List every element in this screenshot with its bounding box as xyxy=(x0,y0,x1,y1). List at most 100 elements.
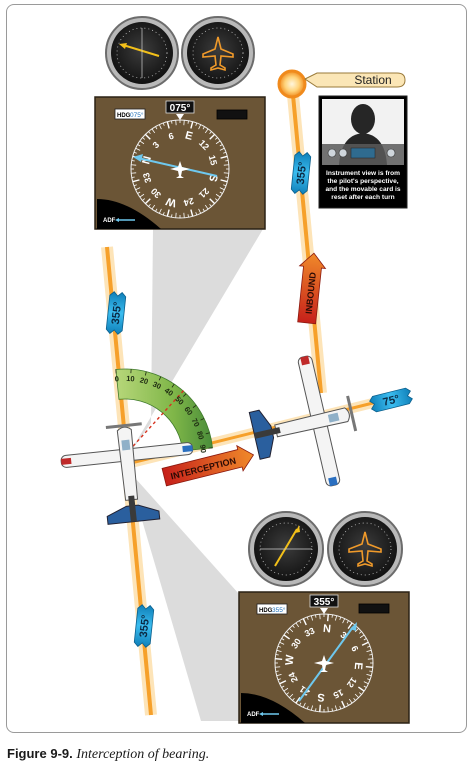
compass-top-tick xyxy=(158,124,162,130)
heading-readout-bottom: 355° xyxy=(314,597,335,608)
compass-top-tick xyxy=(171,120,173,124)
bearing-tag-right: 75° xyxy=(369,387,413,413)
compass-bottom-tick xyxy=(346,620,349,624)
compass-top-tick xyxy=(223,184,227,187)
compass-bottom-tick xyxy=(354,693,359,698)
bearing-tag-left: 355° xyxy=(105,291,127,335)
station-label: Station xyxy=(354,73,391,87)
compass-bottom-tick xyxy=(353,697,356,701)
compass-bottom-tick xyxy=(359,634,365,639)
compass-top-tick xyxy=(142,198,146,201)
compass-top-tick xyxy=(162,212,165,216)
airplane-inbound xyxy=(248,355,358,487)
compass-bottom-tick xyxy=(299,620,302,624)
compass-bottom-tick xyxy=(292,625,295,629)
compass-bottom-tick xyxy=(286,692,290,695)
compass-top-tick xyxy=(214,198,218,201)
compass-top-tick xyxy=(209,131,212,135)
station-marker xyxy=(277,69,307,99)
compass-bottom-tick xyxy=(363,685,367,688)
bearing-tag-top-label: 355° xyxy=(295,161,309,185)
compass-bottom-tick xyxy=(315,614,317,618)
compass-top-tick xyxy=(195,212,198,216)
compass-top-tick xyxy=(166,209,170,217)
adf-needle-top xyxy=(137,157,218,177)
compass-bottom-tick xyxy=(331,708,333,712)
compass-bottom-tick xyxy=(354,628,359,633)
compass-top-tick xyxy=(171,214,173,218)
compass-bottom-tick xyxy=(358,631,362,634)
compass-ticks-bottom xyxy=(275,614,373,712)
compass-top-tick xyxy=(209,133,216,140)
compass-bottom-tick xyxy=(283,687,289,692)
bearing-tag-right-label: 75° xyxy=(382,393,401,409)
compass-top-tick xyxy=(195,122,198,126)
figure-title: Interception of bearing. xyxy=(76,747,210,762)
compass-bottom-tick xyxy=(365,665,373,668)
figure-caption: Figure 9-9. Interception of bearing. xyxy=(7,746,209,763)
interception-arc-tick xyxy=(144,371,147,376)
compass-bottom-tick xyxy=(342,618,346,624)
compass-top-tick xyxy=(139,193,145,198)
compass-top-tick xyxy=(190,209,194,217)
compass-bottom-tick xyxy=(306,706,309,710)
interception-angle-line xyxy=(124,388,186,456)
compass-bottom-label-n24: 24 xyxy=(287,671,300,684)
compass-ticks-top xyxy=(131,120,229,218)
interception-arc-tick xyxy=(183,393,187,397)
pilot-view-panel: Instrument view is from the pilot's pers… xyxy=(318,95,408,209)
compass-bottom-tick xyxy=(310,705,313,711)
compass-top-tick xyxy=(151,204,156,210)
compass-top-tick xyxy=(209,198,216,205)
hdg-label-bottom: HDG xyxy=(259,608,273,614)
compass-bottom-tick xyxy=(277,678,281,681)
pilot-note-line-1: Instrument view is from xyxy=(326,170,400,177)
compass-bottom-tick xyxy=(367,645,371,648)
compass-bottom-tick xyxy=(281,685,285,688)
compass-top-tick xyxy=(166,121,170,129)
compass-bottom-label-south: S xyxy=(317,691,325,704)
compass-top-tick xyxy=(223,151,227,154)
compass-bottom-tick xyxy=(276,649,282,652)
heading-gauge-top xyxy=(181,16,255,90)
bearing-tag-bottom: 355° xyxy=(133,604,155,648)
compass-bottom-tick xyxy=(339,706,342,710)
airplane-intercepting xyxy=(60,422,194,525)
compass-top-tick xyxy=(135,147,141,151)
figure-number: Figure 9-9. xyxy=(7,746,73,761)
adf-gauge-top xyxy=(105,16,179,90)
interception-arc-tick xyxy=(205,432,210,435)
compass-top-tick xyxy=(215,193,221,198)
adf-label-top: ADF xyxy=(103,218,116,224)
compass-bottom-tick xyxy=(281,638,285,641)
compass-top-tick xyxy=(215,140,221,145)
compass-top-tick xyxy=(190,121,194,129)
hdg-value-top: 075° xyxy=(130,111,144,119)
compass-bottom-tick xyxy=(341,700,346,708)
compass-top-tick xyxy=(220,179,228,183)
compass-bottom-tick xyxy=(315,708,317,712)
compass-bottom-tick xyxy=(366,649,372,652)
compass-bottom-tick xyxy=(358,686,365,692)
pilot-head xyxy=(351,104,375,134)
compass-top-tick xyxy=(144,198,151,205)
hdg-label-top: HDG xyxy=(117,113,131,119)
interception-arc-tick xyxy=(158,376,162,381)
interception-arc-tick-label: 20 xyxy=(139,375,149,386)
compass-top-tick xyxy=(204,128,209,134)
heading-gauge-bottom xyxy=(327,511,403,587)
compass-top-label-n21: 21 xyxy=(197,186,211,200)
compass-top-tick xyxy=(225,160,229,162)
compass-bottom-tick xyxy=(275,670,279,672)
inbound-label: INBOUND xyxy=(304,271,318,314)
compass-bottom-tick xyxy=(339,616,342,620)
compass-top-tick xyxy=(219,144,223,147)
compass-bottom-tick xyxy=(346,702,349,706)
compass-top-tick xyxy=(219,147,225,151)
compass-bottom-tick xyxy=(279,680,287,685)
compass-top-tick xyxy=(137,144,141,147)
interception-arc-tick-label: 10 xyxy=(126,374,135,384)
compass-bottom-tick xyxy=(299,702,302,706)
